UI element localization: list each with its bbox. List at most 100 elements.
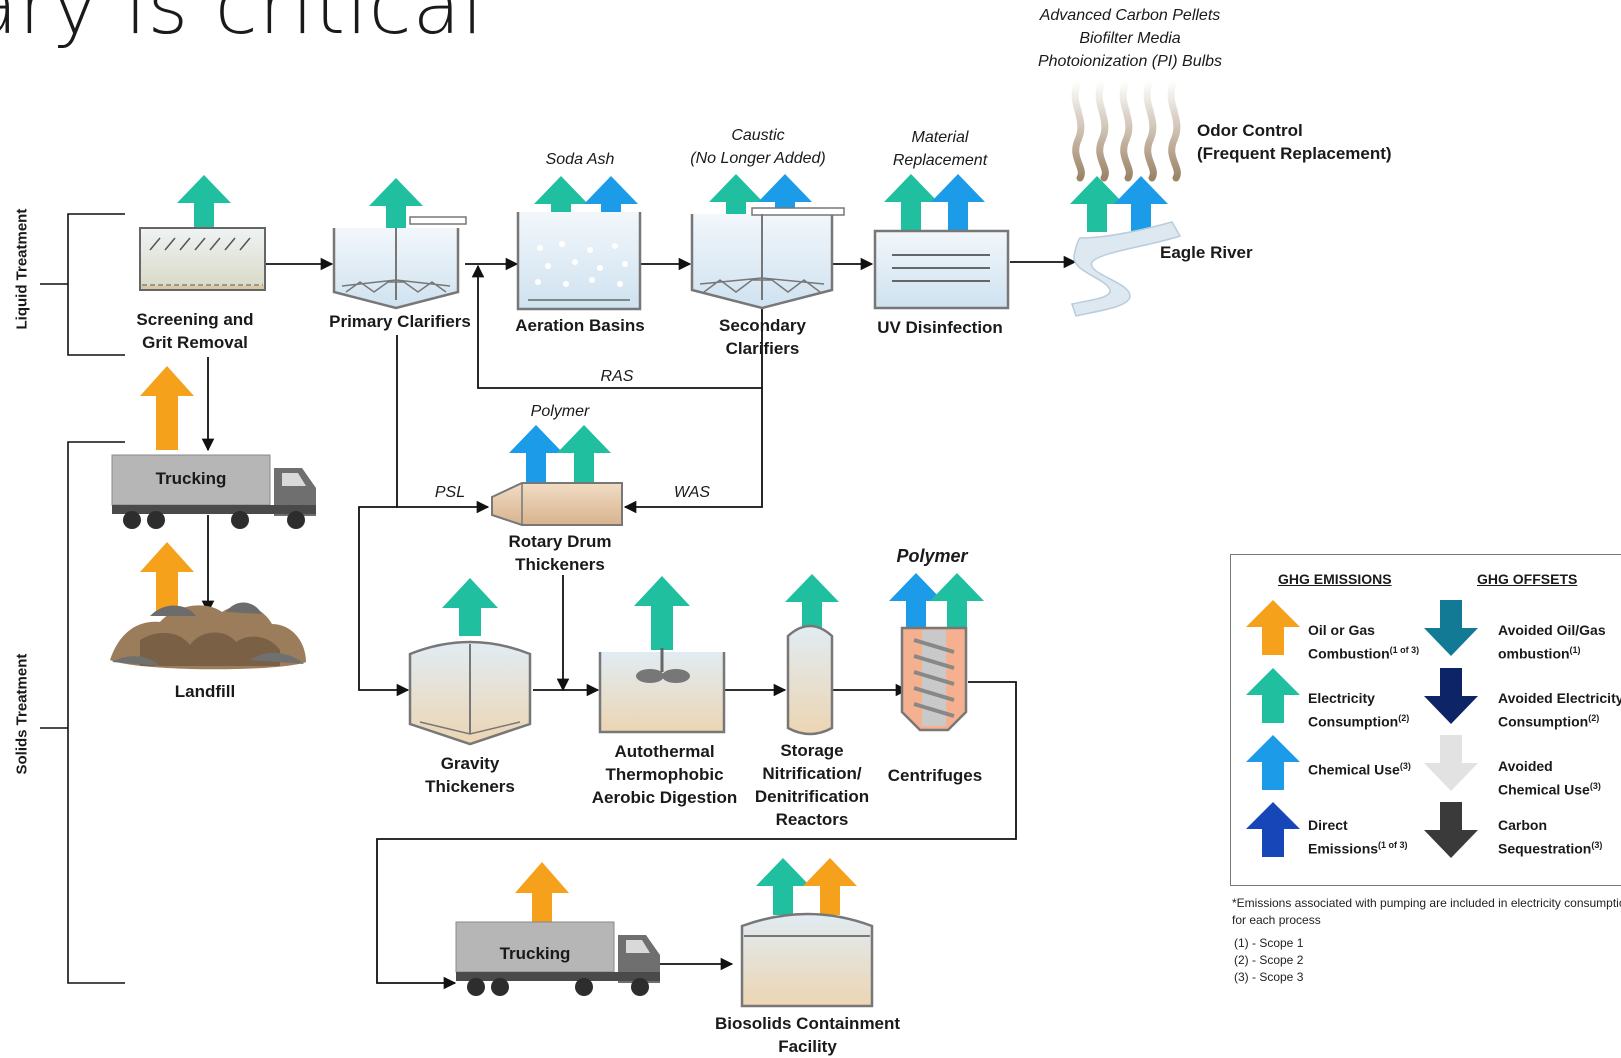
legend-item-sup: (1 of 3)	[1389, 645, 1420, 655]
centrifuge	[900, 626, 968, 732]
legend-arrows	[1246, 600, 1478, 858]
legend-emissions-header: GHG EMISSIONS	[1278, 571, 1392, 587]
eagle-river-label: Eagle River	[1160, 243, 1253, 262]
scope-3-note: (3) - Scope 3	[1234, 970, 1304, 984]
odor-label-line1: Odor Control	[1197, 121, 1303, 140]
legend-item-line1: Avoided Electricity	[1498, 690, 1621, 706]
scope-2-note: (2) - Scope 2	[1234, 953, 1304, 967]
legend-item-line1: Avoided Oil/Gas	[1498, 622, 1606, 638]
legend-note-line1: *Emissions associated with pumping are i…	[1232, 896, 1621, 910]
legend-item-line2: Emissions(1 of 3)	[1308, 835, 1408, 859]
legend-item-sup: (3)	[1591, 840, 1603, 850]
centrifuges-label: Centrifuges	[887, 766, 983, 785]
trucking-bottom-label: Trucking	[499, 944, 571, 963]
legend-avoided-electricity: Avoided Electricity Consumption(2)	[1498, 688, 1621, 732]
legend-item-line1: Avoided	[1498, 758, 1553, 774]
primary-clarifiers-label: Primary Clarifiers	[329, 312, 471, 331]
page-title: ary is critical	[0, 0, 485, 52]
gravity-label-line2: Thickeners	[425, 777, 515, 796]
biosolids-label: Biosolids Containment Facility	[700, 1012, 915, 1058]
legend-item-line1: Electricity	[1308, 690, 1375, 706]
aeration-basin	[516, 212, 642, 311]
secondary-label-line2: Clarifiers	[725, 339, 800, 358]
legend-note-line2: for each process	[1232, 913, 1321, 927]
legend-item-sup: (1 of 3)	[1378, 840, 1408, 850]
storage-label-line2: Nitrification/	[762, 764, 862, 783]
legend-item-line2: Consumption(2)	[1308, 708, 1409, 732]
atad-label-line2: Thermophobic	[605, 765, 724, 784]
legend-electricity-consumption: Electricity Consumption(2)	[1308, 688, 1409, 732]
material-label-line2: Replacement	[892, 152, 988, 169]
legend-item-line2: Sequestration(3)	[1498, 835, 1602, 859]
legend-oil-gas-combustion: Oil or Gas Combustion(1 of 3)	[1308, 620, 1419, 664]
screening-label-line2: Grit Removal	[142, 333, 248, 352]
liquid-section-label: Liquid Treatment	[13, 208, 31, 330]
rdt-label-line1: Rotary Drum	[508, 532, 612, 551]
screening-label-line1: Screening and	[136, 310, 254, 329]
odor-media-label: Advanced Carbon Pellets Biofilter Media …	[1010, 4, 1250, 73]
legend-item-line2: Chemical Use(3)	[1498, 776, 1601, 800]
legend-offsets-header: GHG OFFSETS	[1477, 571, 1578, 587]
secondary-label-line1: Secondary	[719, 316, 806, 335]
primary-clarifier	[332, 216, 467, 310]
solids-section-label: Solids Treatment	[13, 653, 31, 775]
biosolids-label-line2: Facility	[778, 1037, 837, 1056]
odor-media-line3: Photoionization (PI) Bulbs	[1037, 53, 1223, 70]
legend-item-sup: (3)	[1589, 781, 1601, 791]
rotary-drum	[491, 482, 623, 526]
legend-item-line2: Consumption(2)	[1498, 708, 1621, 732]
trucking-top-label: Trucking	[155, 469, 227, 488]
legend-item-line2: ombustion(1)	[1498, 640, 1606, 664]
secondary-clarifier	[690, 207, 845, 310]
legend-item-line1: Oil or Gas	[1308, 622, 1375, 638]
legend-direct-emissions: Direct Emissions(1 of 3)	[1308, 815, 1408, 859]
gravity-thickener	[408, 640, 532, 746]
caustic-label: Caustic (No Longer Added)	[678, 124, 838, 170]
caustic-label-line1: Caustic	[731, 127, 785, 144]
liquid-bracket	[40, 213, 125, 356]
uv-disinfection-label: UV Disinfection	[877, 318, 1003, 337]
biosolids-facility	[740, 912, 874, 1008]
psl-label: PSL	[434, 484, 466, 501]
legend-item-line1: Chemical Use(3)	[1308, 756, 1411, 780]
legend-item-text: Consumption	[1498, 713, 1589, 730]
truck-top	[111, 454, 316, 529]
secondary-clarifiers-label: Secondary Clarifiers	[700, 314, 825, 360]
emission-arrows	[140, 174, 1168, 930]
legend-chemical-use: Chemical Use(3)	[1308, 756, 1411, 780]
legend-carbon-sequestration: Carbon Sequestration(3)	[1498, 815, 1602, 859]
legend-item-text: Combustion	[1308, 645, 1390, 662]
soda-ash-label: Soda Ash	[545, 151, 615, 168]
legend-item-line1: Direct	[1308, 817, 1348, 833]
storage-label-line3: Denitrification	[754, 787, 870, 806]
rdt-label-line2: Thickeners	[515, 555, 605, 574]
odor-label-line2: (Frequent Replacement)	[1197, 144, 1392, 163]
material-replacement-label: Material Replacement	[870, 126, 1010, 172]
legend-item-text: Sequestration	[1498, 840, 1592, 857]
landfill-pile	[110, 602, 306, 670]
atad-label-line1: Autothermal	[614, 742, 715, 761]
legend-item-line2: Combustion(1 of 3)	[1308, 640, 1419, 664]
odor-media-line1: Advanced Carbon Pellets	[1039, 7, 1221, 24]
uv-unit	[873, 229, 1010, 310]
ras-label: RAS	[600, 368, 634, 385]
storage-label-line4: Reactors	[775, 810, 849, 829]
landfill-label: Landfill	[174, 682, 236, 701]
biosolids-label-line1: Biosolids Containment	[714, 1014, 901, 1033]
legend-avoided-oil-gas: Avoided Oil/Gas ombustion(1)	[1498, 620, 1606, 664]
legend-item-text: ombustion	[1498, 645, 1570, 662]
aeration-basins-label: Aeration Basins	[515, 316, 645, 335]
legend-item-sup: (2)	[1588, 713, 1600, 723]
odor-fumes	[1071, 78, 1181, 182]
storage-label: Storage Nitrification/ Denitrification R…	[752, 739, 872, 831]
screening-label: Screening and Grit Removal	[120, 308, 270, 354]
atad-label-line3: Aerobic Digestion	[591, 788, 738, 807]
atad-tank	[598, 648, 726, 734]
storage-reactor	[786, 624, 834, 736]
legend-item-line1: Carbon	[1498, 817, 1547, 833]
eagle-river	[1071, 221, 1182, 317]
scope-1-note: (1) - Scope 1	[1234, 936, 1304, 950]
polymer-rdt-label: Polymer	[530, 403, 590, 420]
material-label-line1: Material	[911, 129, 969, 146]
